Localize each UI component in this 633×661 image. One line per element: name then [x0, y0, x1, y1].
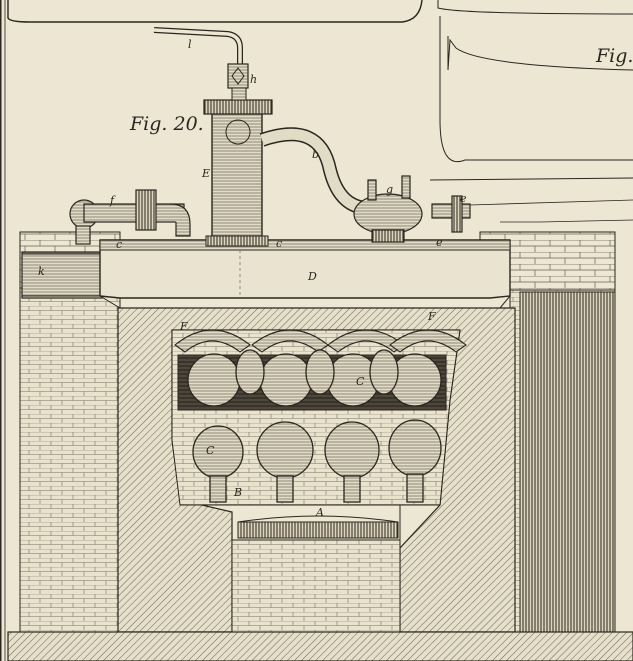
figure-title: Fig. 20.	[129, 113, 204, 135]
vessel-g	[353, 175, 423, 243]
upper-tubes-C	[187, 349, 442, 407]
label-c-left: c	[116, 238, 122, 251]
label-k: k	[38, 265, 45, 278]
label-b: b	[312, 148, 319, 161]
arches-F	[174, 329, 467, 353]
left-brick-wall	[19, 287, 121, 634]
label-h: h	[250, 73, 257, 86]
adjacent-figure-title: Fig.	[595, 45, 633, 67]
label-A: A	[315, 506, 324, 519]
column-E	[203, 99, 273, 247]
label-D: D	[307, 270, 317, 283]
lower-tubes-C	[192, 419, 442, 503]
label-e-right: e	[460, 192, 467, 205]
pipe-k	[21, 251, 103, 299]
pipe-e	[431, 195, 471, 233]
steam-drum-D	[99, 239, 511, 309]
label-e-mid: e	[436, 236, 443, 249]
label-C-upper: C	[356, 375, 365, 388]
label-E: E	[201, 167, 210, 180]
label-F-left: F	[179, 320, 188, 333]
labels: Fig. 20. Fig. l h E b g f e c c e k D F …	[38, 38, 633, 519]
pipe-l	[153, 27, 249, 101]
label-f: f	[109, 194, 116, 207]
label-F-right: F	[427, 310, 436, 323]
grate-A	[237, 515, 399, 539]
label-c-mid: c	[276, 237, 282, 250]
right-shaded-flue	[519, 291, 616, 633]
label-B: B	[233, 486, 242, 499]
label-C-lower: C	[206, 444, 215, 457]
label-g: g	[386, 183, 393, 196]
pipe-f	[69, 189, 191, 245]
pipe-b	[259, 127, 373, 216]
base-plate	[7, 631, 633, 661]
label-l: l	[188, 38, 192, 51]
